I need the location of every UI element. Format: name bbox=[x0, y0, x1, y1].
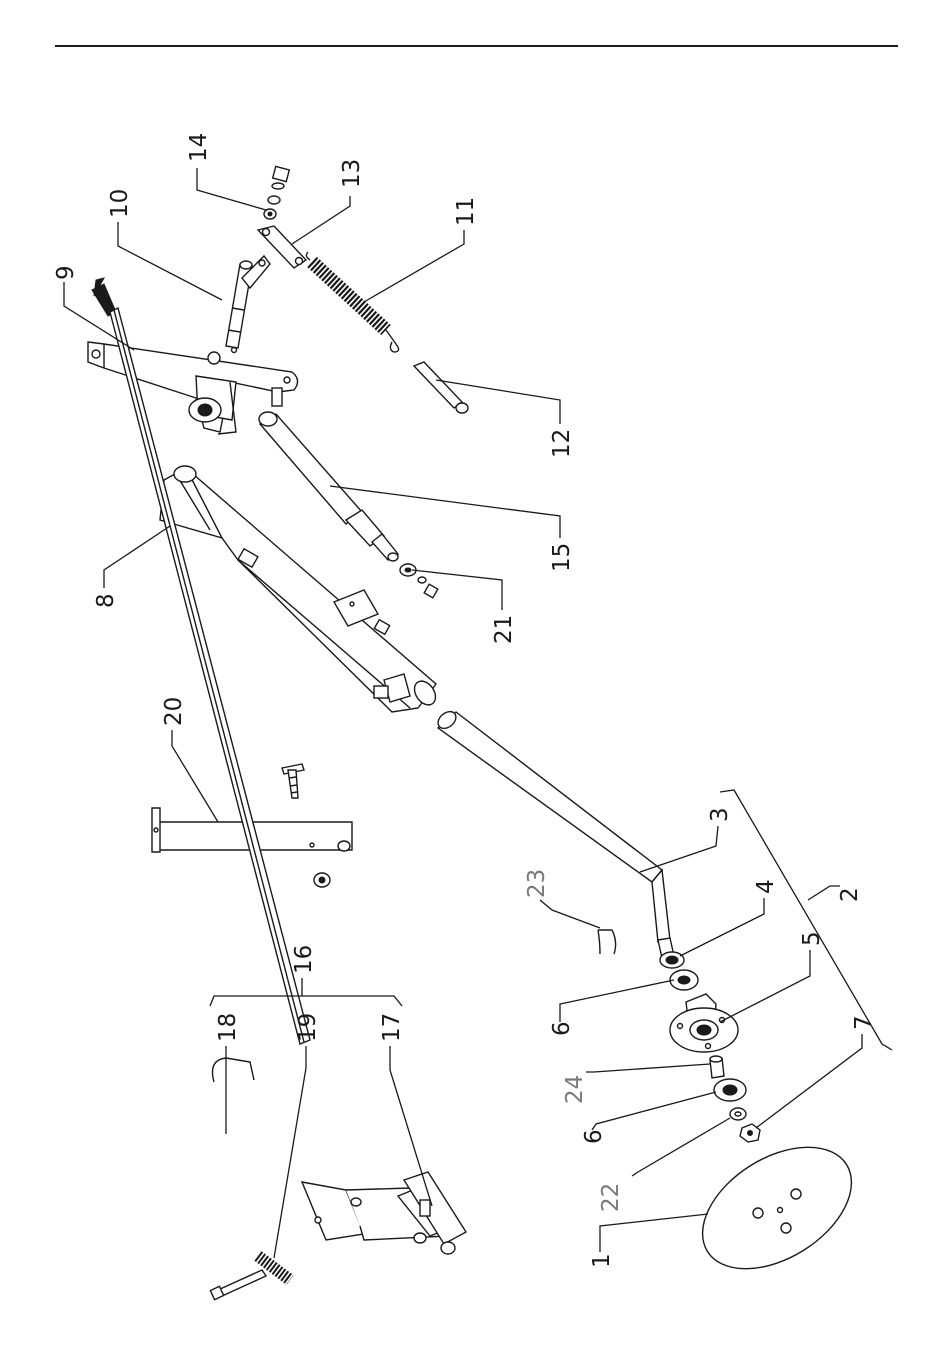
part-4-seal bbox=[660, 952, 684, 968]
callout-4: 4 bbox=[753, 879, 779, 894]
part-17-bracket bbox=[302, 1172, 466, 1254]
callout-6-lower: 6 bbox=[581, 1129, 607, 1144]
part-12-rod bbox=[414, 362, 468, 413]
callout-6-upper: 6 bbox=[549, 1021, 575, 1036]
callout-19: 19 bbox=[295, 1013, 321, 1042]
callout-24: 24 bbox=[562, 1075, 588, 1104]
callout-2: 2 bbox=[837, 887, 863, 902]
callout-11: 11 bbox=[453, 197, 479, 226]
callout-12: 12 bbox=[549, 429, 575, 458]
part-24-spacer bbox=[710, 1056, 724, 1078]
callout-5: 5 bbox=[799, 931, 825, 946]
part-8-main-arm bbox=[160, 466, 440, 712]
callout-8: 8 bbox=[93, 593, 119, 608]
part-10-pin bbox=[226, 256, 270, 348]
callout-14: 14 bbox=[186, 133, 212, 162]
callout-22: 22 bbox=[598, 1183, 624, 1212]
callout-20: 20 bbox=[161, 697, 187, 726]
part-19-spring-bolt bbox=[210, 1256, 290, 1300]
part-22-washer bbox=[730, 1108, 746, 1120]
part-15-tube bbox=[259, 412, 398, 561]
part-14-fastener bbox=[264, 166, 289, 219]
callout-1: 1 bbox=[589, 1253, 615, 1268]
part-6-bearing-upper bbox=[670, 970, 698, 990]
part-11-spring bbox=[306, 252, 398, 352]
callout-15: 15 bbox=[549, 543, 575, 572]
callout-10: 10 bbox=[107, 189, 133, 218]
callout-16: 16 bbox=[291, 945, 317, 974]
leader-lines bbox=[64, 168, 892, 1258]
callout-18: 18 bbox=[215, 1013, 241, 1042]
part-5-hub bbox=[670, 994, 738, 1052]
part-21-fastener bbox=[400, 564, 438, 598]
part-3-shaft bbox=[435, 708, 674, 958]
callout-labels: 14 10 9 13 11 12 15 21 8 20 3 2 23 4 5 6… bbox=[53, 133, 877, 1268]
part-23-key bbox=[598, 930, 616, 954]
header-rule bbox=[55, 45, 898, 47]
callout-23: 23 bbox=[524, 869, 550, 898]
callout-13: 13 bbox=[339, 159, 365, 188]
callout-7: 7 bbox=[851, 1015, 877, 1030]
part-6-bearing-lower bbox=[714, 1079, 746, 1101]
callout-21: 21 bbox=[491, 615, 517, 644]
part-1-disc bbox=[681, 1122, 873, 1294]
callout-9: 9 bbox=[53, 265, 79, 280]
callout-3: 3 bbox=[707, 807, 733, 822]
callout-17: 17 bbox=[379, 1013, 405, 1042]
